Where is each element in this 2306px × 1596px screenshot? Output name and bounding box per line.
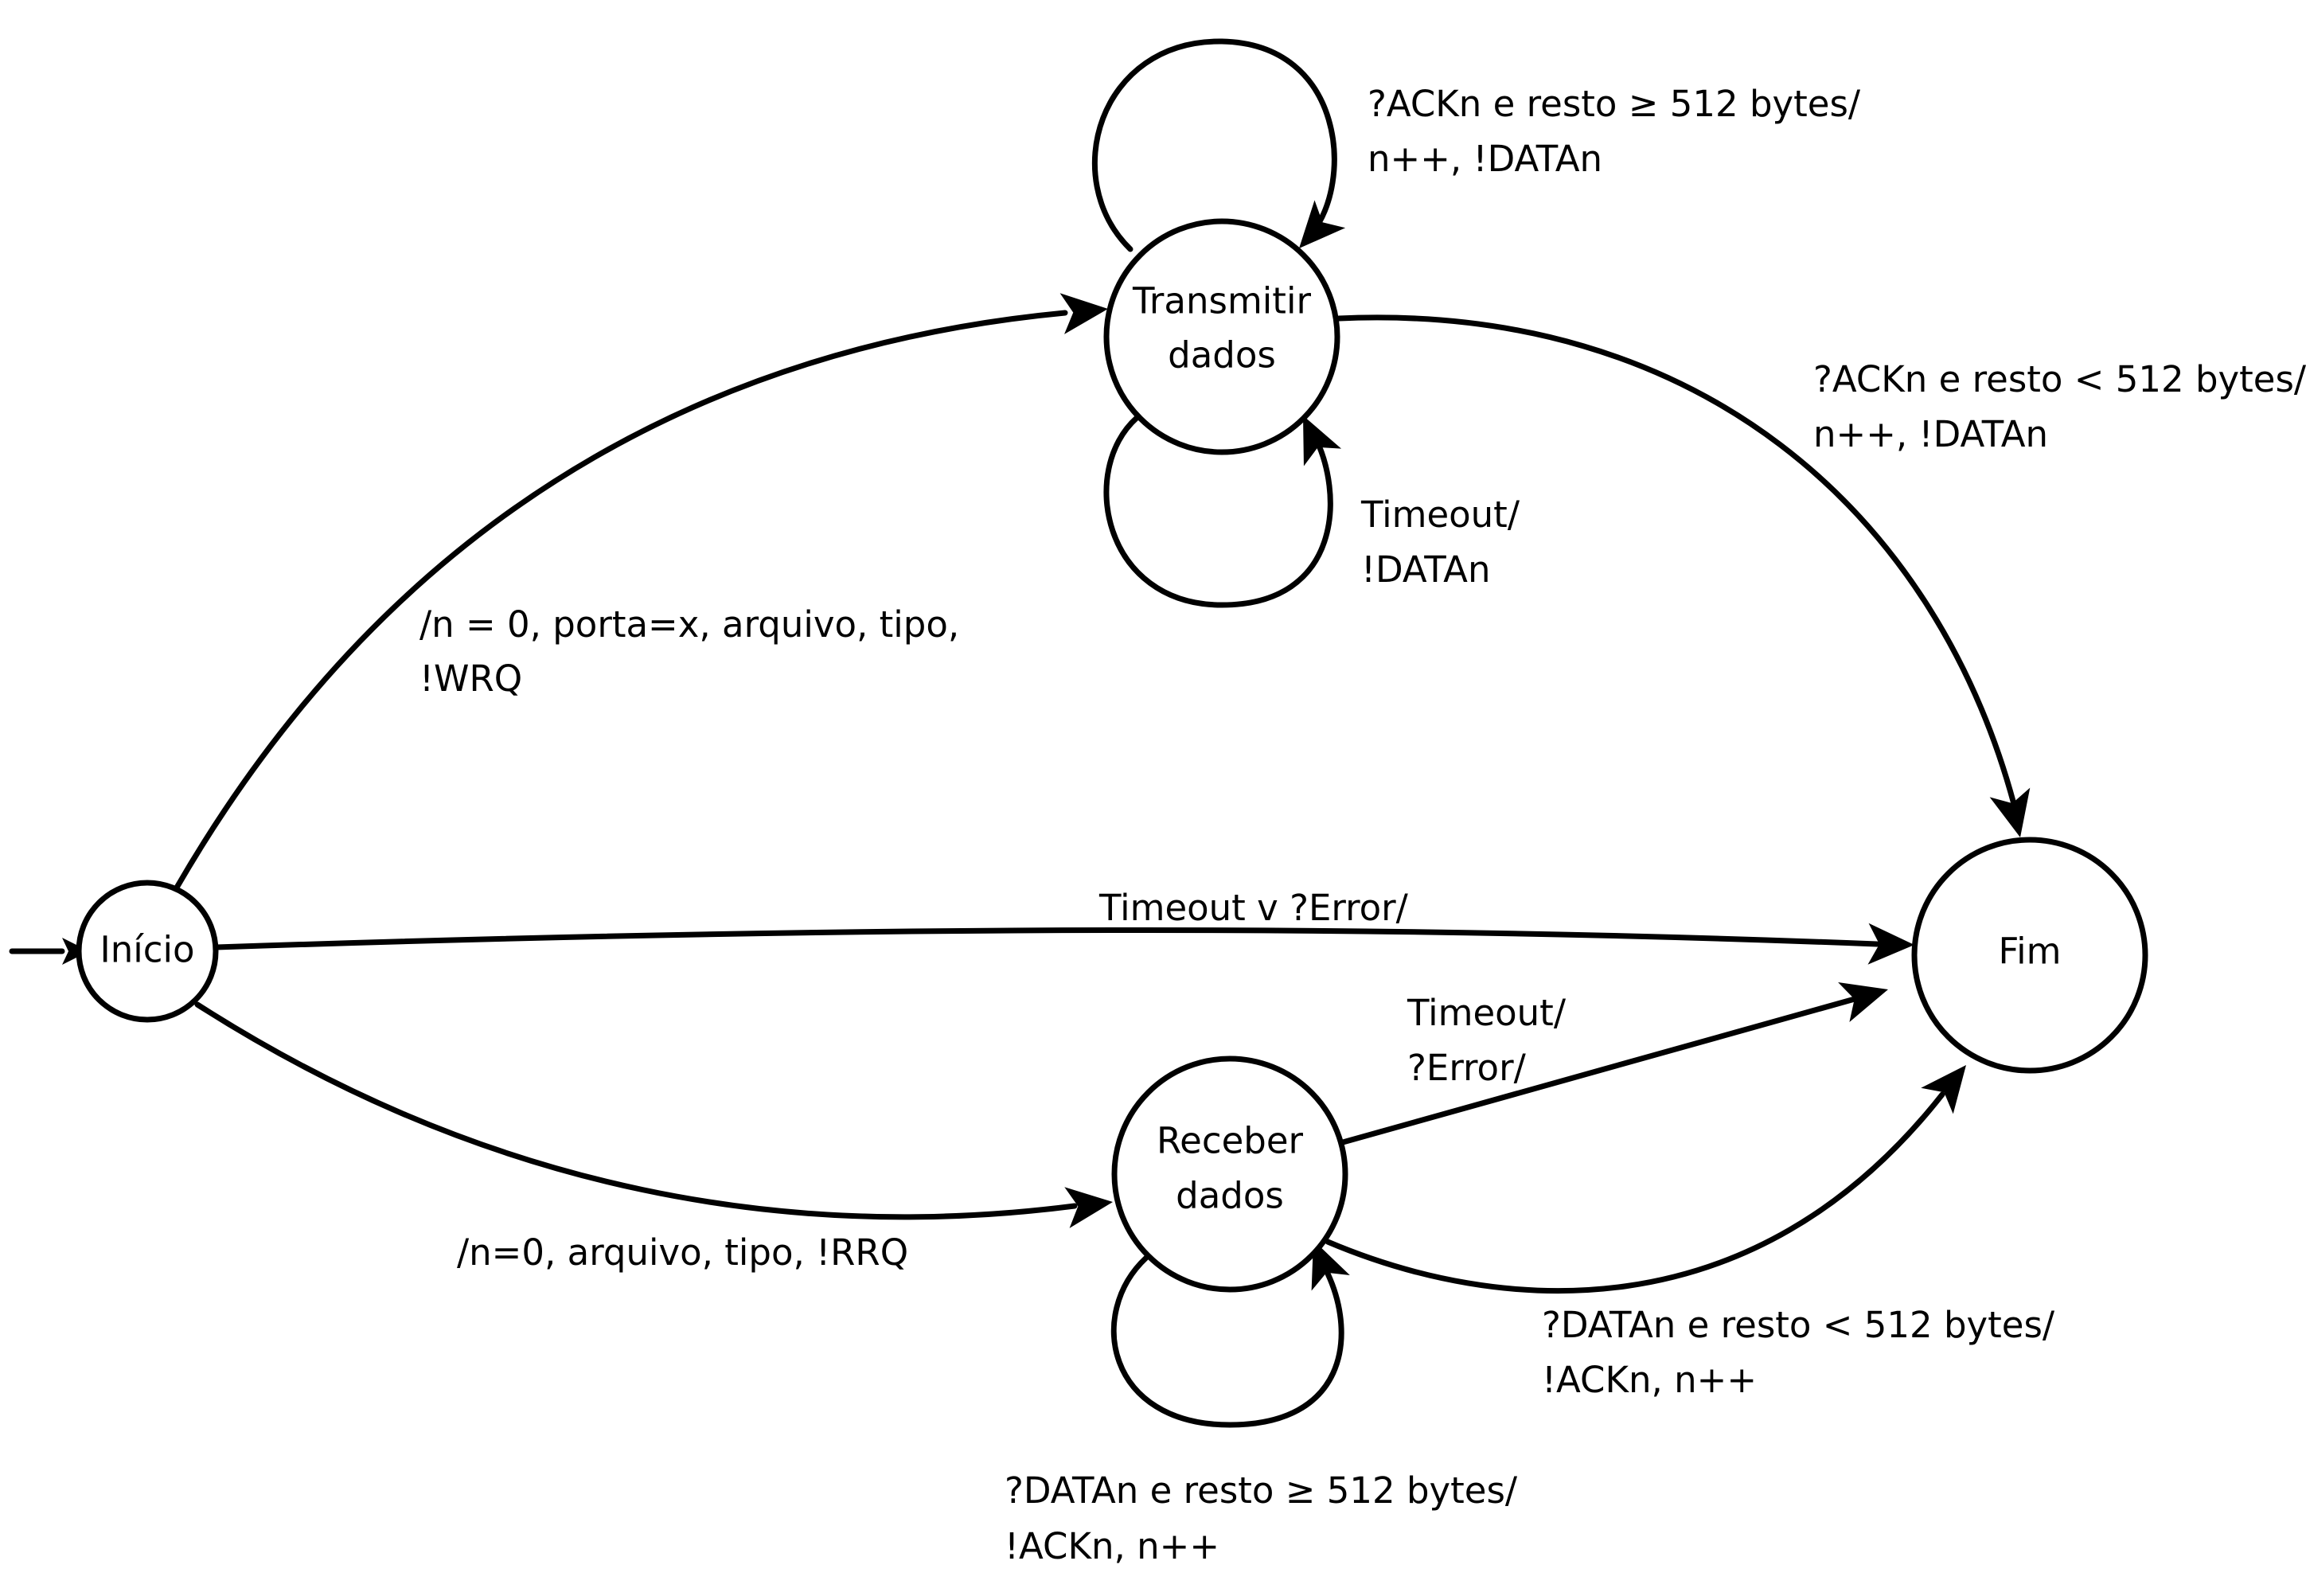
label-data-loop-line1: ?DATAn e resto ≥ 512 bytes/	[1005, 1469, 1518, 1512]
arrow-head-ack-end	[1989, 787, 2031, 837]
label-timeout-error: Timeout v ?Error/	[1098, 887, 1409, 929]
arrow-head-data-end	[1921, 1065, 1966, 1114]
edge-timeout-error	[213, 927, 1880, 950]
edge-receive-timeout	[1340, 996, 1858, 1145]
label-timeout-transmit-line2: !DATAn	[1361, 548, 1491, 591]
label-ack-loop-line2: n++, !DATAn	[1368, 138, 1602, 180]
arrow-head-ack-loop	[1299, 200, 1346, 248]
state-fim-circle	[1911, 837, 2148, 1074]
arrow-head-initial	[62, 938, 89, 965]
state-inicio: Início	[76, 880, 219, 1023]
arrow-head-rrq	[1064, 1187, 1113, 1228]
arrow-head-receive-timeout	[1838, 981, 1888, 1022]
state-receber-label-line2: dados	[1176, 1175, 1284, 1217]
state-inicio-label: Início	[99, 929, 194, 971]
state-transmitir-label-line2: dados	[1168, 334, 1276, 377]
state-fim: Fim	[1911, 837, 2148, 1074]
state-inicio-circle	[76, 880, 219, 1023]
label-wrq-line2: !WRQ	[419, 658, 522, 700]
state-receber-label-line1: Receber	[1157, 1120, 1304, 1162]
state-transmitir-label-line1: Transmitir	[1132, 280, 1311, 322]
edge-wrq	[174, 310, 1068, 891]
loop-timeout-transmit	[1103, 415, 1333, 608]
label-rrq: /n=0, arquivo, tipo, !RRQ	[457, 1231, 908, 1274]
label-data-loop-line2: !ACKn, n++	[1005, 1525, 1219, 1567]
state-receber: Receber dados	[1111, 1056, 1348, 1293]
label-data-end-line1: ?DATAn e resto < 512 bytes/	[1542, 1304, 2055, 1346]
label-timeout-transmit-line1: Timeout/	[1360, 494, 1520, 536]
loop-ack-transmit	[1091, 38, 1337, 252]
edge-ack-end	[1336, 314, 2017, 807]
arrow-head-timeout-loop	[1303, 416, 1342, 466]
label-receive-timeout-line2: ?Error/	[1407, 1047, 1527, 1089]
label-receive-timeout-line1: Timeout/	[1407, 992, 1567, 1034]
label-ack-end-line2: n++, !DATAn	[1813, 413, 2048, 455]
state-transmitir-circle	[1103, 218, 1340, 455]
label-ack-loop-line1: ?ACKn e resto ≥ 512 bytes/	[1368, 83, 1861, 125]
edge-rrq	[194, 1001, 1078, 1220]
state-transmitir: Transmitir dados	[1103, 218, 1340, 455]
arrow-head-data-loop	[1311, 1240, 1350, 1291]
loop-data-receive	[1110, 1255, 1344, 1428]
label-data-end-line2: !ACKn, n++	[1542, 1359, 1757, 1401]
arrow-head-wrq	[1059, 293, 1108, 334]
arrow-heads	[62, 200, 2031, 1291]
edges	[9, 38, 2017, 1428]
state-fim-label: Fim	[1999, 931, 2062, 973]
arrow-head-timeout-error	[1867, 923, 1914, 965]
label-ack-end-line1: ?ACKn e resto < 512 bytes/	[1813, 358, 2306, 400]
transition-labels: ?ACKn e resto ≥ 512 bytes/ n++, !DATAn ?…	[419, 83, 2306, 1567]
state-receber-circle	[1111, 1056, 1348, 1293]
label-wrq-line1: /n = 0, porta=x, arquivo, tipo,	[419, 603, 959, 646]
edge-data-end	[1325, 1091, 1945, 1294]
